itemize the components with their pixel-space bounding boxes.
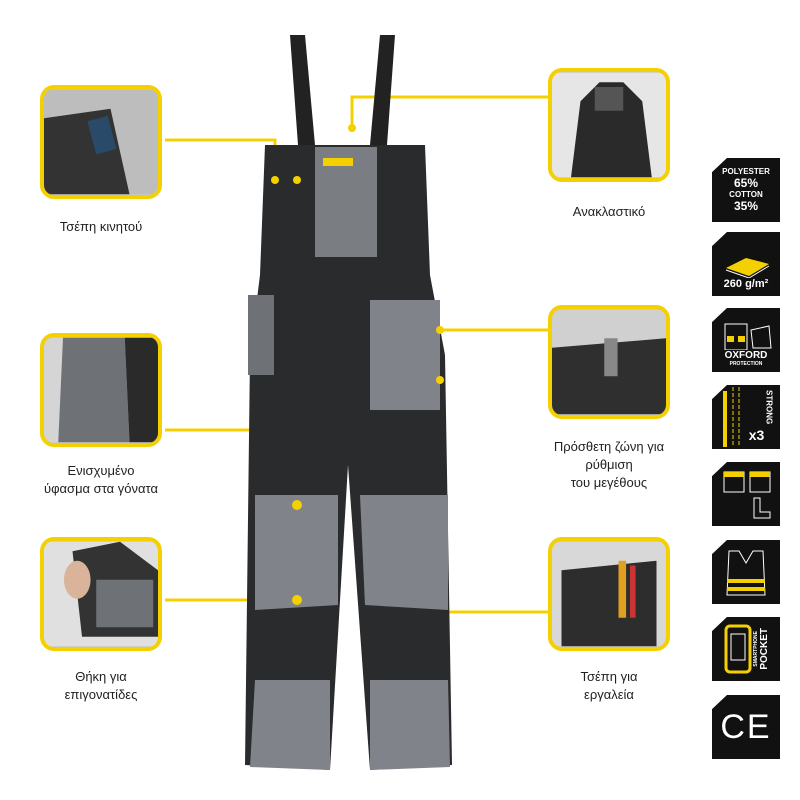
phone-pocket-label: Τσέπη κινητού xyxy=(59,219,143,234)
waist-belt-photo xyxy=(548,305,670,419)
fabric-weight-badge: 260 g/m² xyxy=(712,232,780,296)
pockets-badge xyxy=(712,462,780,526)
reflective-marker xyxy=(348,124,356,132)
reflective-label: Ανακλαστικό xyxy=(572,204,646,219)
smartphone-label: SMARTPHONE xyxy=(752,631,759,667)
waist-marker xyxy=(436,326,444,334)
pockets-icon xyxy=(723,471,771,519)
kneepad-pocket-label: Θήκη για επιγονατίδες xyxy=(40,668,162,704)
reflective-vest-icon xyxy=(726,550,766,596)
protection-label: PROTECTION xyxy=(729,361,763,367)
waist-belt-label: Πρόσθετη ζώνη για ρύθμιση του μεγέθους xyxy=(520,438,698,492)
fabric-sheet-icon xyxy=(725,258,770,278)
waist-label-line2: ρύθμιση xyxy=(585,457,633,472)
tool-label-line1: Τσέπη για xyxy=(580,669,638,684)
stitch-lines-icon xyxy=(722,387,740,447)
kneepad-marker xyxy=(292,595,302,605)
smartphone-icon xyxy=(724,624,751,674)
kneepad-label-line2: επιγονατίδες xyxy=(64,687,138,702)
ce-mark: CE xyxy=(720,707,772,746)
oxford-label: OXFORD xyxy=(724,350,768,361)
tool-pocket-label: Τσέπη για εργαλεία xyxy=(548,668,670,704)
phone-pocket-marker xyxy=(293,176,301,184)
ce-mark-badge: CE xyxy=(712,695,780,759)
waist-label-line3: του μεγέθους xyxy=(570,475,648,490)
knee-marker xyxy=(292,500,302,510)
fabric-polyester-pct: 65% xyxy=(733,176,759,190)
pocket-label: POCKET xyxy=(758,628,770,670)
reflective-vest-badge xyxy=(712,540,780,604)
fabric-polyester: POLYESTER xyxy=(722,167,770,176)
fabric-cotton: COTTON xyxy=(729,190,763,199)
smartphone-pocket-badge: SMARTPHONE POCKET xyxy=(712,617,780,681)
tool-label-line2: εργαλεία xyxy=(584,687,634,702)
strong-label: STRONG xyxy=(764,389,774,425)
kneepad-label-line1: Θήκη για xyxy=(75,669,127,684)
fabric-cotton-pct: 35% xyxy=(733,199,759,213)
kneepad-pocket-photo xyxy=(40,537,162,651)
knee-fabric-photo xyxy=(40,333,162,447)
knee-elbow-icon xyxy=(724,323,772,350)
tool-pocket-marker xyxy=(436,376,444,384)
waist-label-line1: Πρόσθετη ζώνη για xyxy=(553,439,665,454)
oxford-protection-badge: OXFORD PROTECTION xyxy=(712,308,780,372)
knee-fabric-label: Ενισχυμένο ύφασμα στα γόνατα xyxy=(30,462,172,498)
reflective-photo xyxy=(548,68,670,182)
tool-pocket-photo xyxy=(548,537,670,651)
fabric-composition-badge: POLYESTER 65% COTTON 35% xyxy=(712,158,780,222)
overalls-image xyxy=(245,35,452,770)
phone-pocket-photo xyxy=(40,85,162,199)
knee-label-line2: ύφασμα στα γόνατα xyxy=(43,481,158,496)
triple-stitch-badge: x3 STRONG xyxy=(712,385,780,449)
knee-label-line1: Ενισχυμένο xyxy=(67,463,135,478)
fabric-weight: 260 g/m² xyxy=(723,278,769,290)
x3-label: x3 xyxy=(748,427,765,443)
